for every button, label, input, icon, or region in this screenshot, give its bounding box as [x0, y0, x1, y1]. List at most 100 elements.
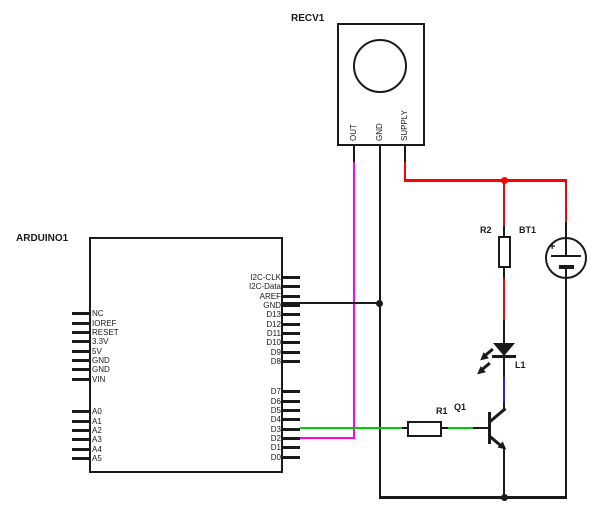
pin-label: D13 — [266, 310, 281, 320]
r2-bottom-lead — [502, 267, 506, 279]
pin-label: D5 — [270, 406, 281, 416]
recv1-pin-label-gnd: GND — [375, 123, 384, 141]
pin-line — [72, 312, 89, 316]
arduino1-body — [89, 237, 283, 473]
r1-resistor-body — [407, 420, 442, 437]
wire-ground-bottom — [378, 496, 568, 499]
pin-line — [72, 429, 89, 433]
pin-line — [283, 437, 300, 441]
r1-left-lead — [400, 426, 409, 429]
pin-row: A3 — [72, 435, 102, 444]
pin-row: A1 — [72, 417, 102, 426]
pin-line — [283, 350, 300, 354]
l1-cathode-lead — [502, 357, 506, 378]
bt1-positive-plate — [551, 254, 581, 257]
r2-ref-label: R2 — [480, 225, 492, 235]
pin-line — [72, 419, 89, 423]
wire-r2-to-led-red — [502, 278, 506, 321]
recv1-gnd-wire — [378, 146, 382, 499]
bt1-bottom-lead — [564, 268, 568, 498]
pin-label: VIN — [92, 374, 106, 384]
wire-led-to-collector-blue — [502, 377, 506, 403]
recv1-ref-label: RECV1 — [291, 13, 325, 24]
pin-row: D8 — [222, 357, 300, 366]
pin-label: D4 — [270, 415, 281, 425]
pin-line — [72, 349, 89, 353]
recv1-out-pin — [352, 146, 356, 163]
junction-gnd — [375, 299, 383, 307]
pin-row: AREF — [222, 292, 300, 301]
pin-row: A5 — [72, 454, 102, 463]
pin-row: D7 — [222, 387, 300, 396]
bt1-negative-plate — [558, 265, 574, 269]
r2-top-lead — [502, 226, 506, 237]
pin-line — [72, 438, 89, 442]
pin-line — [283, 313, 300, 317]
junction-supply — [500, 176, 508, 184]
pin-line — [283, 341, 300, 345]
pin-row: D11 — [222, 329, 300, 338]
pin-line — [283, 276, 300, 280]
pin-row: D9 — [222, 348, 300, 357]
pin-label: GND — [92, 365, 110, 375]
pin-label: A3 — [92, 435, 102, 445]
pin-row: NC — [72, 309, 119, 318]
pin-line — [72, 377, 89, 381]
pin-line — [72, 359, 89, 363]
pin-label: D11 — [266, 329, 281, 339]
pin-label: RESET — [92, 328, 119, 338]
pin-line — [283, 390, 300, 394]
pin-row: D6 — [222, 397, 300, 406]
junction-emitter-ground — [500, 493, 508, 501]
pin-row: D10 — [222, 338, 300, 347]
pin-row: D3 — [222, 425, 300, 434]
pin-line — [72, 457, 89, 461]
pin-label: NC — [92, 309, 104, 319]
pin-label: D2 — [270, 434, 281, 444]
wire-d3-to-r1-green — [300, 426, 402, 429]
pin-line — [72, 447, 89, 451]
pin-line — [72, 321, 89, 325]
pin-label: 3.3V — [92, 337, 109, 347]
arduino1-ref-label: ARDUINO1 — [16, 233, 69, 244]
wire-supply-down — [403, 162, 407, 181]
pin-label: A1 — [92, 416, 102, 426]
pin-label: A4 — [92, 444, 102, 454]
pin-label: A2 — [92, 426, 102, 436]
pin-label: I2C-Data — [248, 282, 281, 292]
recv1-lens-circle — [353, 39, 407, 93]
pin-label: D6 — [270, 396, 281, 406]
pin-label: GND — [263, 301, 281, 311]
pin-label: D10 — [266, 338, 281, 348]
pin-row: D0 — [222, 453, 300, 462]
pin-line — [72, 368, 89, 372]
pin-label: D9 — [270, 347, 281, 357]
recv1-pin-label-supply: SUPPLY — [400, 110, 409, 141]
q1-ref-label: Q1 — [454, 402, 467, 412]
pin-row: D13 — [222, 310, 300, 319]
wire-out-to-d2-vertical-magenta — [352, 162, 356, 439]
r2-resistor-body — [497, 235, 511, 268]
pin-line — [283, 409, 300, 413]
wire-led-anode — [502, 320, 506, 344]
pin-label: D8 — [270, 357, 281, 367]
q1-emitter-lead — [502, 446, 506, 498]
pin-row: GND — [72, 365, 119, 374]
r1-ref-label: R1 — [436, 406, 448, 416]
pin-line — [283, 360, 300, 364]
wire-out-to-d2-horizontal-magenta — [300, 436, 355, 439]
pin-label: D12 — [266, 319, 281, 329]
pin-line — [283, 455, 300, 459]
wire-collector-stub — [502, 402, 506, 410]
pin-label: AREF — [259, 291, 281, 301]
pin-label: D0 — [270, 452, 281, 462]
pin-row: D1 — [222, 443, 300, 452]
pin-line — [283, 294, 300, 298]
pin-row: 5V — [72, 347, 119, 356]
pin-row: D4 — [222, 415, 300, 424]
pin-label: D1 — [270, 443, 281, 453]
wire-supply-to-battery — [564, 179, 568, 224]
